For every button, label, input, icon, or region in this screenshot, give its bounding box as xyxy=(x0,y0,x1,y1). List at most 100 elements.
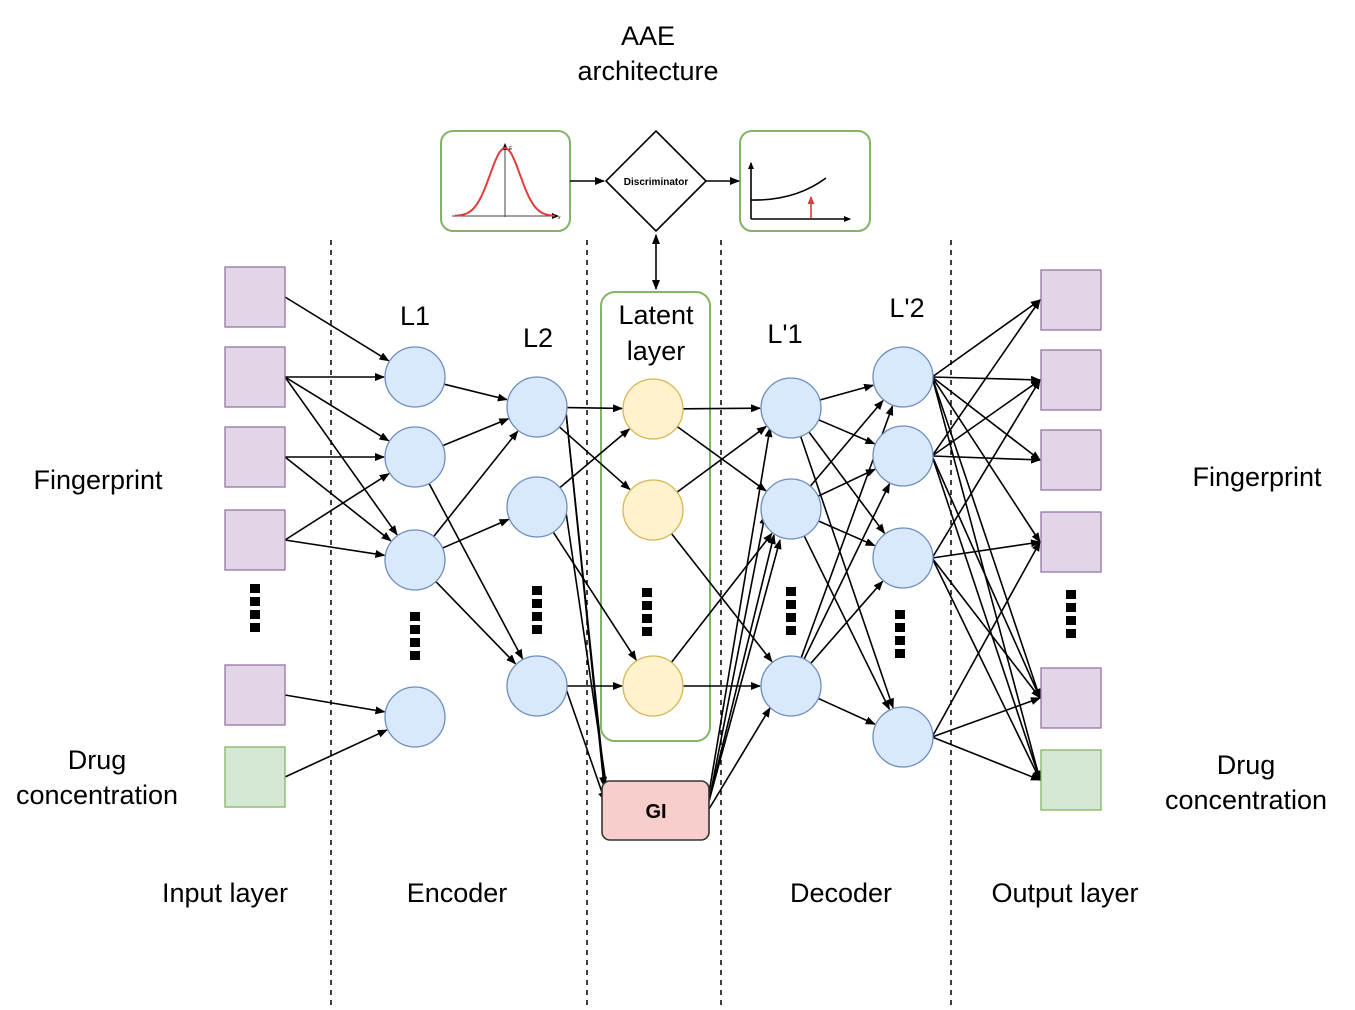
connection-arrow-5 xyxy=(284,456,392,542)
ellipsis-dot-l2-2 xyxy=(532,612,542,621)
ellipsis-dot-l2-prime-3 xyxy=(895,649,905,658)
connection-arrow-9 xyxy=(284,729,388,778)
ellipsis-markers xyxy=(250,584,1076,660)
encoder-l2-node-1 xyxy=(506,476,568,538)
connection-arrow-36 xyxy=(819,383,875,401)
connection-arrow-37 xyxy=(818,419,876,445)
ellipsis-dot-l1-prime-3 xyxy=(786,626,796,635)
connection-arrow-8 xyxy=(284,694,386,715)
connection-arrow-40 xyxy=(809,399,884,487)
connection-arrow-51 xyxy=(931,376,1041,543)
connection-arrow-35 xyxy=(708,514,768,802)
ellipsis-dot-input-3 xyxy=(250,623,260,632)
decoder-l2-prime-node-0 xyxy=(872,346,934,408)
section-label-output: Output layer xyxy=(991,878,1138,908)
connection-arrow-7 xyxy=(284,539,386,558)
input-drug-label-line1: Drug xyxy=(68,745,127,775)
svg-text:E: E xyxy=(509,146,513,152)
ellipsis-dot-l1-0 xyxy=(410,612,420,621)
connection-arrow-2 xyxy=(284,376,390,442)
ellipsis-dot-latent-0 xyxy=(642,588,652,597)
output-fingerprint-node-1 xyxy=(1040,349,1102,411)
ellipsis-dot-l1-prime-2 xyxy=(786,613,796,622)
connection-arrow-64 xyxy=(931,697,1041,738)
connection-arrow-47 xyxy=(817,697,876,725)
encoder-l1-node-3 xyxy=(384,686,446,748)
section-label-decoder: Decoder xyxy=(790,878,892,908)
ellipsis-dot-l1-prime-1 xyxy=(786,600,796,609)
ellipsis-dot-latent-1 xyxy=(642,601,652,610)
connection-arrow-54 xyxy=(931,299,1041,457)
connection-arrow-56 xyxy=(932,455,1041,464)
output-drug-label-line2: concentration xyxy=(1165,785,1327,815)
latent-node-1 xyxy=(622,479,684,541)
ellipsis-dot-l2-prime-2 xyxy=(895,636,905,645)
ellipsis-dot-latent-2 xyxy=(642,614,652,623)
loss-curve-icon xyxy=(748,162,851,222)
output-fingerprint-node-4 xyxy=(1040,667,1102,729)
latent-layer-label-line2: layer xyxy=(627,336,686,366)
connection-arrow-33 xyxy=(708,539,782,802)
connection-arrow-3 xyxy=(284,376,398,536)
connection-arrow-46 xyxy=(810,580,884,664)
output-fingerprint-node-3 xyxy=(1040,511,1102,573)
encoder-l1-node-1 xyxy=(384,426,446,488)
latent-node-2 xyxy=(622,655,684,717)
aae-top-block: E x Discriminator xyxy=(440,129,871,290)
ellipsis-dot-output-0 xyxy=(1066,590,1076,599)
output-fingerprint-node-2 xyxy=(1040,429,1102,491)
discriminator-label: Discriminator xyxy=(624,177,689,188)
decoder-l2-prime-node-3 xyxy=(872,706,934,768)
input-fingerprint-node-4 xyxy=(224,664,286,726)
ellipsis-dot-latent-3 xyxy=(642,627,652,636)
connection-arrow-24 xyxy=(565,688,606,802)
connection-arrow-48 xyxy=(931,299,1041,378)
encoder-l2-node-0 xyxy=(506,376,568,438)
connection-arrow-34 xyxy=(708,707,771,810)
connection-arrow-31 xyxy=(708,427,773,794)
connection-arrow-13 xyxy=(433,430,519,538)
input-drug-concentration-node xyxy=(224,746,286,808)
connection-arrow-15 xyxy=(435,580,517,665)
layer-label-l1: L1 xyxy=(400,301,430,331)
section-label-encoder: Encoder xyxy=(407,878,508,908)
gi-box xyxy=(601,780,710,841)
ellipsis-dot-l2-prime-0 xyxy=(895,610,905,619)
ellipsis-dot-l2-prime-1 xyxy=(895,623,905,632)
svg-text:x: x xyxy=(557,215,561,221)
layer-label-l2: L2 xyxy=(523,323,553,353)
encoder-l1-node-0 xyxy=(384,346,446,408)
ellipsis-dot-input-2 xyxy=(250,610,260,619)
connection-arrow-63 xyxy=(931,541,1041,738)
output-drug-concentration-node xyxy=(1040,749,1102,811)
input-fingerprint-label: Fingerprint xyxy=(33,465,163,495)
connection-arrow-29 xyxy=(670,532,773,663)
connection-arrow-52 xyxy=(931,376,1041,699)
network-nodes xyxy=(224,266,1102,811)
ellipsis-dot-input-1 xyxy=(250,597,260,606)
encoder-l2-node-2 xyxy=(506,655,568,717)
latent-node-0 xyxy=(622,378,684,440)
connection-arrow-22 xyxy=(565,412,610,797)
decoder-l1-prime-node-2 xyxy=(760,655,822,717)
connection-arrows xyxy=(284,296,1042,810)
connection-arrow-57 xyxy=(931,455,1041,699)
input-fingerprint-node-1 xyxy=(224,346,286,408)
connection-arrow-16 xyxy=(566,404,624,413)
connection-arrow-19 xyxy=(552,531,637,661)
connection-arrow-55 xyxy=(931,379,1041,457)
layer-label-l2-prime: L'2 xyxy=(889,293,924,323)
decoder-l1-prime-node-0 xyxy=(760,377,822,439)
input-fingerprint-node-0 xyxy=(224,266,286,328)
latent-layer-frame xyxy=(600,291,711,742)
input-fingerprint-node-3 xyxy=(224,509,286,571)
section-label-input: Input layer xyxy=(162,878,288,908)
output-fingerprint-node-0 xyxy=(1040,269,1102,331)
connection-arrow-45 xyxy=(803,482,891,660)
ellipsis-dot-output-1 xyxy=(1066,603,1076,612)
connection-arrow-58 xyxy=(931,455,1041,781)
latent-layer-label-line1: Latent xyxy=(618,300,694,330)
connection-arrow-62 xyxy=(931,557,1041,781)
gi-label: GI xyxy=(645,801,666,823)
